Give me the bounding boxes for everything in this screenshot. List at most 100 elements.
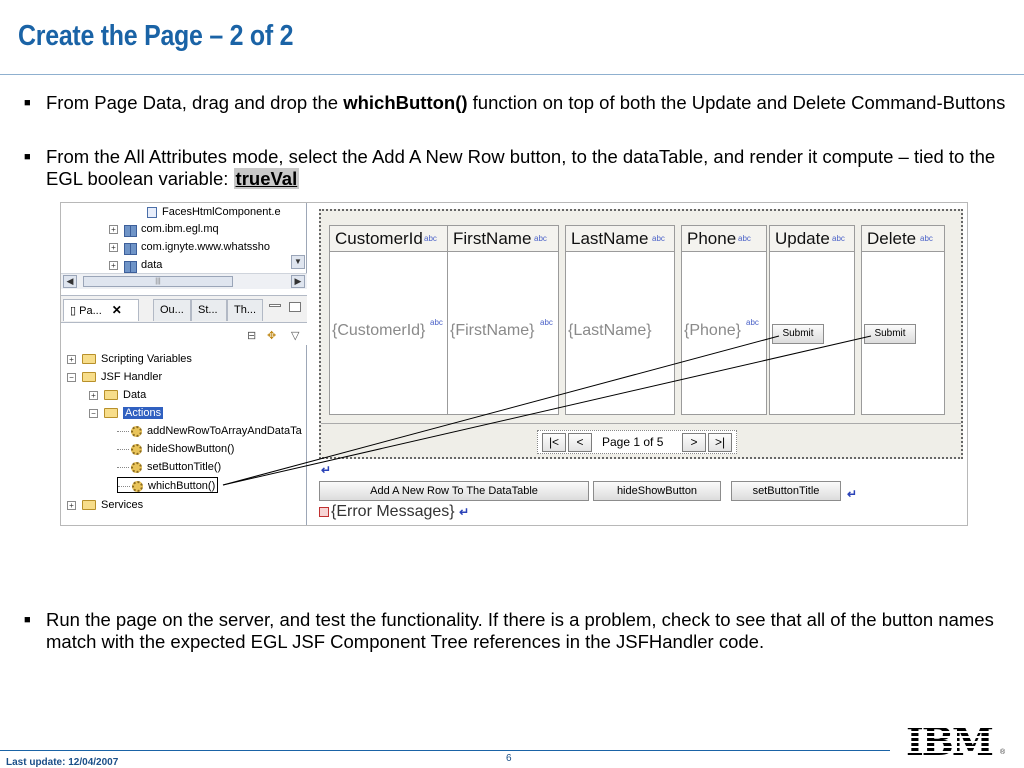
- expand-icon[interactable]: +: [109, 260, 118, 270]
- tree-item-action[interactable]: hideShowButton(): [117, 441, 234, 457]
- last-page-button[interactable]: >|: [708, 433, 732, 452]
- tree-item-actions[interactable]: − Actions: [89, 405, 164, 421]
- page-number: 6: [506, 753, 512, 764]
- tree-item-action[interactable]: setButtonTitle(): [117, 459, 221, 475]
- tab-page-data[interactable]: ▯ Pa...✕: [63, 299, 139, 321]
- explorer-item-label: com.ignyte.www.whatssho: [141, 241, 270, 253]
- collapse-icon[interactable]: −: [89, 408, 98, 418]
- field-value: {CustomerId}: [332, 322, 426, 339]
- tab-outline[interactable]: Ou...: [153, 299, 191, 321]
- tab-label: Th...: [234, 304, 257, 316]
- column-header-label: Delete: [867, 229, 917, 248]
- tab-label: Ou...: [160, 304, 184, 316]
- bullet-mark: ■: [24, 151, 31, 163]
- tree-item-label: Data: [123, 389, 147, 401]
- tree-item-which-button[interactable]: whichButton(): [117, 477, 219, 493]
- set-button-title-button[interactable]: setButtonTitle: [731, 481, 841, 501]
- explorer-item-label: com.ibm.egl.mq: [141, 223, 219, 235]
- tab-label: St...: [198, 304, 218, 316]
- line-break-icon: ↵: [847, 487, 858, 501]
- expand-icon[interactable]: +: [89, 390, 98, 400]
- tree-item-label: addNewRowToArrayAndDataTa: [147, 425, 302, 437]
- expand-icon[interactable]: +: [109, 242, 118, 252]
- error-messages: {Error Messages} ↵: [319, 503, 469, 521]
- folder-icon: [82, 354, 96, 365]
- column-header-label: LastName: [571, 229, 649, 248]
- explorer-item[interactable]: +data: [109, 257, 162, 273]
- column-header-label: Update: [775, 229, 830, 248]
- tab-thumbnails[interactable]: Th...: [227, 299, 263, 321]
- tree-item-data[interactable]: + Data: [89, 387, 146, 403]
- tree-item-label: Scripting Variables: [101, 353, 192, 365]
- tree-item-action[interactable]: addNewRowToArrayAndDataTa: [117, 423, 302, 439]
- minimize-icon[interactable]: [269, 304, 281, 307]
- delete-submit-button[interactable]: Submit: [864, 324, 916, 344]
- prev-page-button[interactable]: <: [568, 433, 592, 452]
- explorer-item[interactable]: + com.ibm.egl.mq: [109, 221, 219, 237]
- close-icon[interactable]: ✕: [111, 303, 122, 317]
- folder-icon: [104, 408, 118, 419]
- slide-title: Create the Page – 2 of 2: [18, 20, 294, 52]
- page-indicator: Page 1 of 5: [602, 435, 664, 449]
- tab-label: Pa...: [79, 305, 102, 317]
- bullet-mark: ■: [24, 97, 31, 109]
- tab-styles[interactable]: St...: [191, 299, 227, 321]
- expand-icon[interactable]: +: [67, 354, 76, 364]
- package-icon: [124, 242, 137, 255]
- tree-item-label: setButtonTitle(): [147, 461, 222, 473]
- first-page-button[interactable]: |<: [542, 433, 566, 452]
- bullet-2-highlight: trueVal: [233, 168, 300, 189]
- column-header-label: Phone: [687, 229, 737, 248]
- expand-icon[interactable]: +: [67, 500, 76, 510]
- explorer-item[interactable]: + com.ignyte.www.whatssho: [109, 239, 270, 255]
- tree-line: [117, 430, 129, 432]
- abc-badge: abc: [540, 318, 553, 327]
- error-icon: [319, 506, 329, 517]
- tree-item-label: Actions: [123, 407, 164, 419]
- abc-badge: abc: [424, 234, 437, 243]
- tree-item-services[interactable]: +Services: [67, 497, 143, 513]
- tree-item-label: JSF Handler: [101, 371, 163, 383]
- scroll-right-icon[interactable]: ▶: [291, 275, 305, 288]
- column-header-label: CustomerId: [335, 229, 423, 248]
- collapse-icon[interactable]: −: [67, 372, 76, 382]
- new-data-icon[interactable]: ✥: [267, 330, 277, 342]
- title-rule: [0, 74, 1024, 75]
- ibm-logo-text: IBM: [906, 723, 998, 761]
- hide-show-button[interactable]: hideShowButton: [593, 481, 721, 501]
- scroll-thumb[interactable]: |||: [83, 276, 233, 287]
- scroll-left-icon[interactable]: ◀: [63, 275, 77, 288]
- abc-badge: abc: [534, 234, 547, 243]
- bullet-2: ■ From the All Attributes mode, select t…: [24, 146, 1014, 190]
- tree-item-label: hideShowButton(): [147, 443, 235, 455]
- column-value: {LastName}: [568, 322, 676, 340]
- maximize-icon[interactable]: [289, 302, 301, 312]
- horizontal-scrollbar[interactable]: ◀ ||| ▶: [61, 273, 307, 289]
- action-gear-icon: [131, 461, 142, 473]
- explorer-item[interactable]: FacesHtmlComponent.e: [147, 204, 281, 220]
- add-new-row-button[interactable]: Add A New Row To The DataTable: [319, 481, 589, 501]
- abc-badge: abc: [920, 234, 933, 243]
- tree-item-scripting-variables[interactable]: + Scripting Variables: [67, 351, 192, 367]
- action-gear-icon: [131, 425, 142, 437]
- package-icon: [124, 260, 137, 273]
- collapse-all-icon[interactable]: ⊟: [247, 330, 257, 342]
- folder-icon: [82, 500, 96, 511]
- bullet-mark: ■: [24, 614, 31, 626]
- bullet-2-pre: From the All Attributes mode, select the…: [46, 146, 996, 189]
- scroll-down-icon[interactable]: ▼: [291, 255, 305, 269]
- tree-item-jsf-handler[interactable]: − JSF Handler: [67, 369, 162, 385]
- update-submit-button[interactable]: Submit: [772, 324, 824, 344]
- next-page-button[interactable]: >: [682, 433, 706, 452]
- expand-icon[interactable]: +: [109, 224, 118, 234]
- view-menu-icon[interactable]: ▽: [291, 330, 300, 342]
